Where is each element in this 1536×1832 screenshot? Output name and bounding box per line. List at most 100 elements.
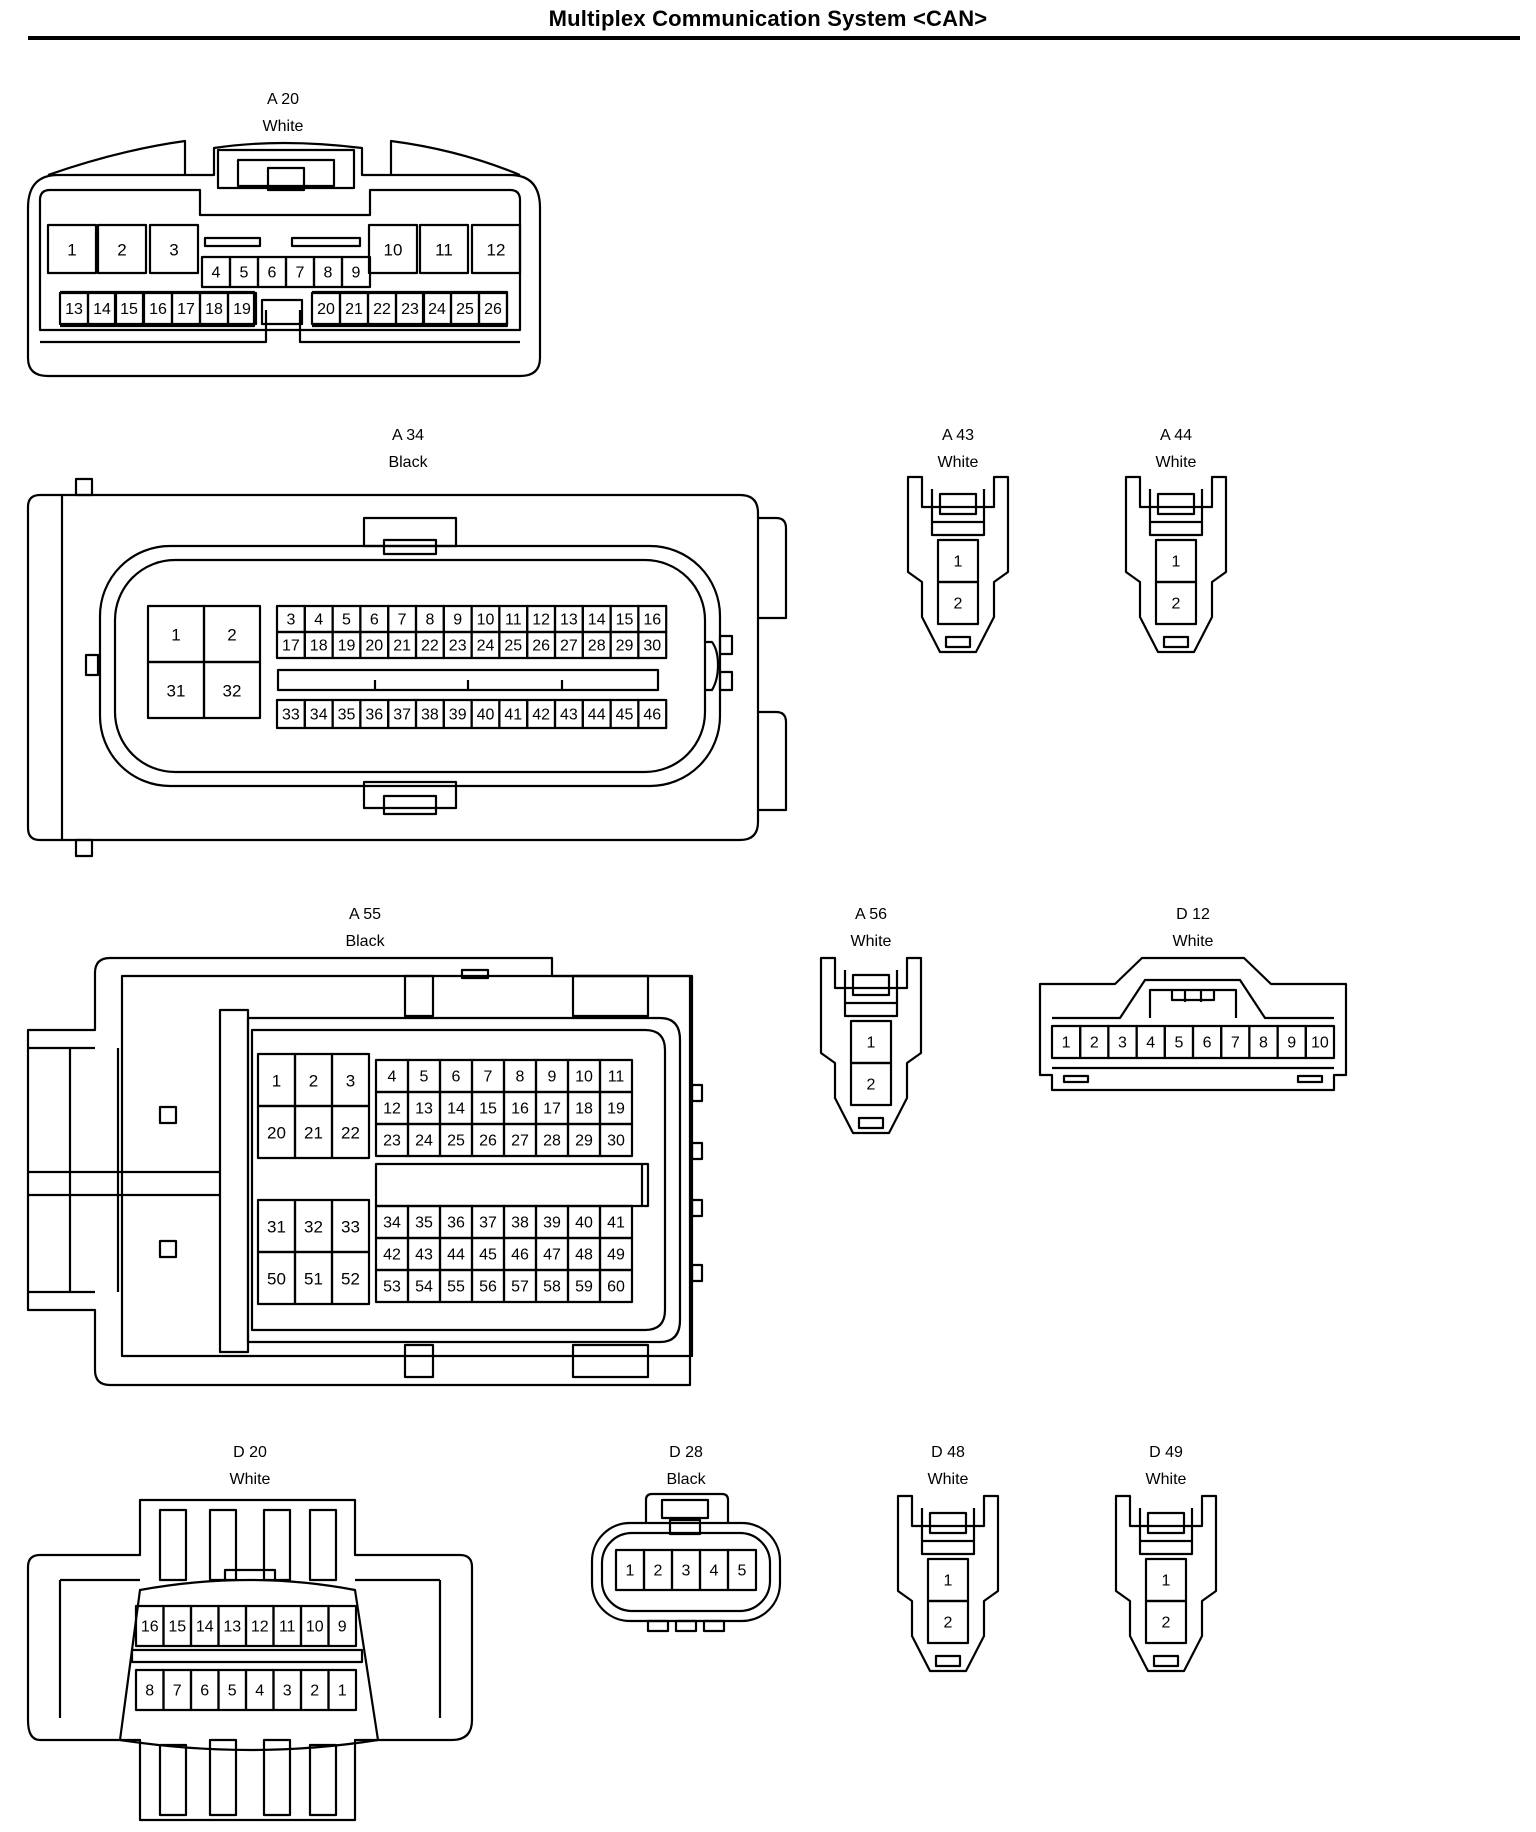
a56-housing xyxy=(819,956,923,1135)
pin-label-a34: 2 xyxy=(227,626,236,645)
connector-a55-color: Black xyxy=(345,933,385,950)
pin-label-a34: 3 xyxy=(286,612,295,629)
pin-label-a20: 4 xyxy=(212,265,221,282)
pin-label-d20: 16 xyxy=(141,1619,159,1636)
pin-label-d12: 2 xyxy=(1090,1035,1099,1052)
pin-label-d20: 10 xyxy=(306,1619,324,1636)
pin-label-a55: 7 xyxy=(484,1069,493,1086)
connector-d49: 12 xyxy=(1114,1494,1218,1673)
pin-label-a55: 4 xyxy=(388,1069,397,1086)
pin-label-a55: 44 xyxy=(447,1247,465,1264)
pin-label-d20: 4 xyxy=(255,1683,264,1700)
pin-label-d20: 15 xyxy=(168,1619,186,1636)
pin-label-d20: 13 xyxy=(223,1619,241,1636)
pin-label-a55: 37 xyxy=(479,1215,497,1232)
a43-latch xyxy=(930,489,986,537)
pin-label-a55: 49 xyxy=(607,1247,625,1264)
pin-label-a55: 1 xyxy=(272,1072,281,1091)
pin-label-a34: 21 xyxy=(393,638,411,655)
pin-label-d48: 2 xyxy=(944,1615,953,1632)
connector-a43-id: A 43 xyxy=(942,427,974,444)
connector-d49-id: D 49 xyxy=(1149,1444,1183,1461)
pin-label-a34: 30 xyxy=(643,638,661,655)
pin-label-a55: 46 xyxy=(511,1247,529,1264)
pin-cell-a55 xyxy=(330,1250,371,1306)
pin-label-d20: 7 xyxy=(173,1683,182,1700)
pin-label-a20: 20 xyxy=(317,301,335,318)
title-rule xyxy=(28,36,1520,40)
pin-cell-a34 xyxy=(637,630,668,660)
pin-label-a34: 36 xyxy=(365,707,383,724)
pin-label-a55: 34 xyxy=(383,1215,401,1232)
pin-a20-10: 10 xyxy=(384,241,403,260)
pin-label-a34: 41 xyxy=(504,707,522,724)
pin-label-a34: 10 xyxy=(477,612,495,629)
connector-d28-color: Black xyxy=(666,1471,706,1488)
pin-cell-d12 xyxy=(1304,1024,1336,1060)
pin-label-a55: 22 xyxy=(341,1124,360,1143)
pin-label-a34: 25 xyxy=(504,638,522,655)
pin-label-d12: 5 xyxy=(1174,1035,1183,1052)
connector-a43: 12 xyxy=(906,475,1010,654)
pin-label-d20: 9 xyxy=(338,1619,347,1636)
pin-label-a44: 2 xyxy=(1172,596,1181,613)
pin-label-a34: 17 xyxy=(282,638,300,655)
connector-a34-color: Black xyxy=(388,454,428,471)
pin-cell-a55 xyxy=(598,1122,634,1158)
pin-cell-a20-large xyxy=(148,223,200,275)
pin-label-a20: 26 xyxy=(484,301,502,318)
pin-label-a55: 27 xyxy=(511,1133,529,1150)
pin-label-a34: 40 xyxy=(477,707,495,724)
connector-a20-id: A 20 xyxy=(267,91,299,108)
pin-label-a56: 2 xyxy=(867,1077,876,1094)
pin-label-a55: 26 xyxy=(479,1133,497,1150)
connector-a56-color: White xyxy=(851,933,892,950)
pin-label-a55: 53 xyxy=(383,1279,401,1296)
pin-label-a34: 24 xyxy=(477,638,495,655)
pin-label-a34: 14 xyxy=(588,612,606,629)
connector-d12-color: White xyxy=(1173,933,1214,950)
pin-label-a55: 10 xyxy=(575,1069,593,1086)
connector-d49-color: White xyxy=(1146,1471,1187,1488)
pin-label-a55: 36 xyxy=(447,1215,465,1232)
pin-label-d20: 2 xyxy=(310,1683,319,1700)
pin-label-a34: 23 xyxy=(449,638,467,655)
pin-label-a34: 15 xyxy=(616,612,634,629)
pin-label-a55: 54 xyxy=(415,1279,433,1296)
pin-label-a55: 9 xyxy=(548,1069,557,1086)
pin-label-a34: 46 xyxy=(643,707,661,724)
connector-d12-id: D 12 xyxy=(1176,906,1210,923)
pin-label-a20: 17 xyxy=(177,301,195,318)
pin-label-a34: 11 xyxy=(505,612,522,629)
pin-label-d20: 1 xyxy=(338,1683,347,1700)
pin-label-a34: 4 xyxy=(314,612,323,629)
pin-label-a34: 35 xyxy=(338,707,356,724)
pin-label-a55: 48 xyxy=(575,1247,593,1264)
pin-label-a55: 30 xyxy=(607,1133,625,1150)
pin-label-a34: 28 xyxy=(588,638,606,655)
d48-latch xyxy=(920,1508,976,1556)
pin-label-a34: 1 xyxy=(171,626,180,645)
d49-latch-window xyxy=(1146,1511,1186,1535)
pin-label-a55: 24 xyxy=(415,1133,433,1150)
pin-label-a34: 13 xyxy=(560,612,578,629)
pin-label-a20: 13 xyxy=(65,301,83,318)
pin-label-d20: 12 xyxy=(251,1619,269,1636)
pin-label-a34: 38 xyxy=(421,707,439,724)
pin-label-d12: 7 xyxy=(1231,1035,1240,1052)
connector-a56-id: A 56 xyxy=(855,906,887,923)
connector-a55-id: A 55 xyxy=(349,906,381,923)
pin-label-a55: 13 xyxy=(415,1101,433,1118)
pin-cell-a34 xyxy=(202,660,262,720)
pin-label-d28: 1 xyxy=(626,1563,635,1580)
connector-a44-color: White xyxy=(1156,454,1197,471)
pin-label-a55: 33 xyxy=(341,1218,360,1237)
pin-label-a20: 7 xyxy=(296,265,305,282)
pin-label-a43: 2 xyxy=(954,596,963,613)
connector-a44: 12 xyxy=(1124,475,1228,654)
